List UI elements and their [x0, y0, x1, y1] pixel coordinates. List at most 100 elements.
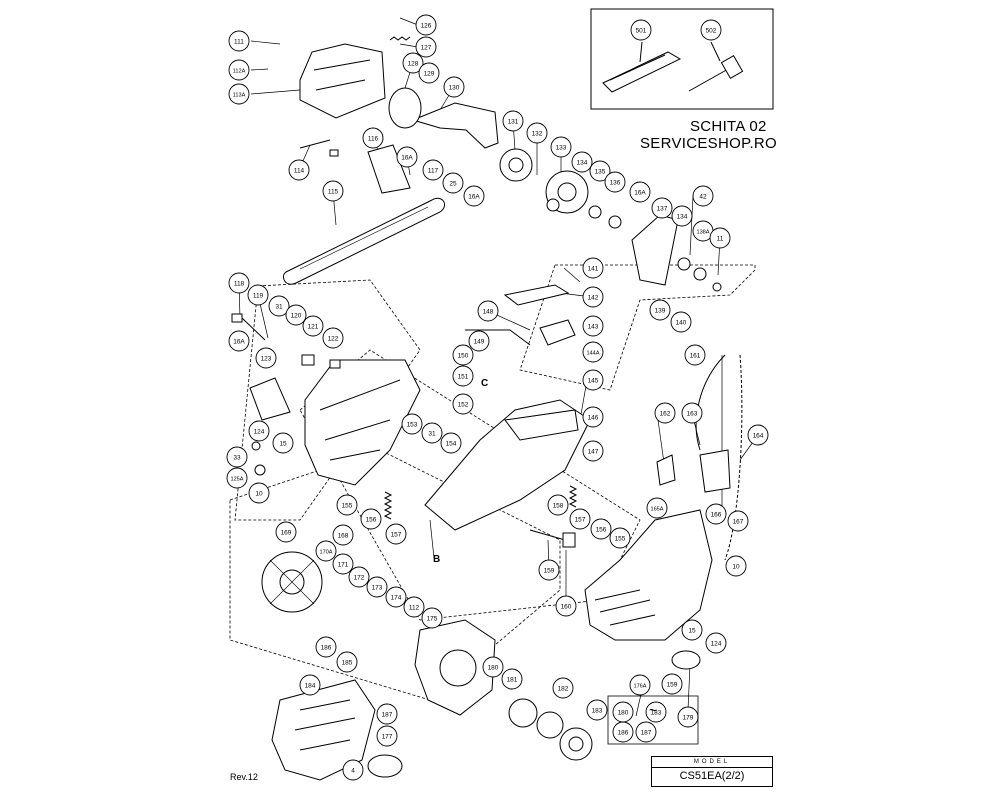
callout-number: 16A	[401, 154, 413, 161]
callout-number: 141	[588, 265, 599, 272]
callout-number: 138A	[696, 229, 709, 235]
part-callout: 182	[552, 677, 574, 699]
part-callout: 153	[401, 413, 423, 435]
callout-number: 139	[655, 307, 666, 314]
callout-number: 117	[428, 167, 439, 174]
callout-circle	[709, 227, 731, 249]
callout-number: 121	[308, 323, 319, 330]
part-callout: 179	[677, 706, 699, 728]
part-callout: 16A	[463, 185, 485, 207]
part-callout: 186	[612, 721, 634, 743]
callout-circle	[538, 559, 560, 581]
callout-circle	[336, 651, 358, 673]
part-callout: 155	[609, 527, 631, 549]
callout-number: 155	[342, 502, 353, 509]
shop-name: SERVICESHOP.RO	[640, 135, 778, 152]
part-callout: 173	[366, 576, 388, 598]
callout-number: 145	[588, 377, 599, 384]
callout-circle	[422, 159, 444, 181]
callout-number: 160	[561, 603, 572, 610]
model-caption: MODEL	[652, 757, 772, 768]
part-callout: 129	[418, 62, 440, 84]
part-callout: 112A	[228, 59, 250, 81]
callout-circle	[550, 136, 572, 158]
callout-number: 164	[753, 432, 764, 439]
part-callout: 169	[275, 521, 297, 543]
callout-number: 25	[449, 180, 457, 187]
callout-number: 166	[711, 511, 722, 518]
part-callout: 187	[376, 703, 398, 725]
callout-number: 185	[342, 659, 353, 666]
part-callout: 131	[502, 110, 524, 132]
callout-number: 115	[328, 188, 339, 195]
callout-circle	[651, 197, 673, 219]
part-callout: 148	[477, 300, 499, 322]
callout-number: 153	[407, 421, 418, 428]
part-callout: 171	[332, 553, 354, 575]
plate-shape	[367, 144, 411, 194]
part-callout: 33	[226, 446, 248, 468]
callout-circle	[582, 341, 604, 363]
part-callout: 144A	[582, 341, 604, 363]
part-callout: 160	[555, 595, 577, 617]
ignition-coil-shape	[699, 449, 731, 493]
part-callout: 154	[440, 432, 462, 454]
callout-circle	[443, 76, 465, 98]
part-callout: 156	[590, 518, 612, 540]
callout-number: 124	[254, 428, 265, 435]
callout-circle	[315, 540, 337, 562]
callout-number: 183	[592, 707, 603, 714]
part-outlines	[231, 36, 743, 781]
part-callout: 132	[526, 122, 548, 144]
part-callout: 170A	[315, 540, 337, 562]
part-callout: 15	[272, 432, 294, 454]
callout-number: 15	[279, 440, 287, 447]
callout-number: 134	[577, 159, 588, 166]
callout-number: 155	[615, 535, 626, 542]
part-callout: 172	[348, 566, 370, 588]
part-callout: 136	[604, 171, 626, 193]
callout-number: 118	[234, 280, 245, 287]
callout-circle	[226, 467, 248, 489]
callout-number: 16A	[233, 338, 245, 345]
part-callout: 163	[681, 402, 703, 424]
callout-number: 147	[588, 448, 599, 455]
callout-circle	[421, 607, 443, 629]
callout-number: 154	[446, 440, 457, 447]
callout-number: 179	[683, 714, 694, 721]
callout-circle	[661, 673, 683, 695]
part-callout: 121	[302, 315, 324, 337]
callout-circle	[285, 304, 307, 326]
callout-circle	[228, 272, 250, 294]
air-filter-shape	[367, 754, 403, 778]
marker-b: B	[433, 554, 440, 565]
part-callout: 167	[727, 510, 749, 532]
part-callout: 155	[336, 494, 358, 516]
callout-number: 125A	[230, 476, 243, 482]
callout-number: 124	[711, 640, 722, 647]
part-callout: 4	[342, 759, 364, 781]
callout-number: 150	[458, 352, 469, 359]
part-callout: 168	[332, 524, 354, 546]
callout-circle	[452, 393, 474, 415]
callout-circle	[322, 327, 344, 349]
callout-number: 149	[474, 338, 485, 345]
callout-number: 143	[588, 323, 599, 330]
buffer-spring-shape	[383, 491, 393, 520]
combination-wrench-drawing	[688, 41, 744, 92]
tensioner-plate-shape	[249, 377, 291, 421]
callout-circle	[684, 344, 706, 366]
callout-circle	[396, 146, 418, 168]
part-callout: 15	[681, 619, 703, 641]
callout-number: 177	[382, 733, 393, 740]
callout-number: 10	[732, 563, 740, 570]
callout-circle	[376, 703, 398, 725]
callout-circle	[582, 315, 604, 337]
callout-circle	[315, 636, 337, 658]
part-callout: 145	[582, 369, 604, 391]
callout-number: 140	[676, 319, 687, 326]
part-callout: 139	[649, 299, 671, 321]
part-callout: 186	[315, 636, 337, 658]
part-callout: 111	[228, 30, 250, 52]
